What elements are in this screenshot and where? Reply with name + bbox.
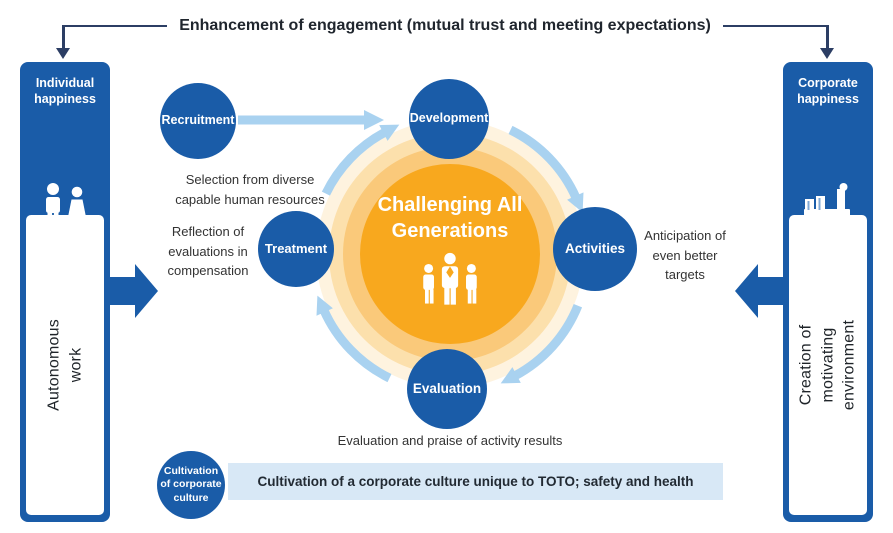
culture-banner-text: Cultivation of a corporate culture uniqu… [257, 474, 694, 489]
culture-banner: Cultivation of a corporate culture uniqu… [228, 463, 723, 500]
arc-development-to-activities [508, 125, 581, 200]
arc-arrowhead-to-activities [567, 192, 584, 213]
connector-line-left [63, 24, 168, 28]
node-recruitment: Recruitment [160, 83, 236, 159]
connector-arrow-left-icon [56, 48, 70, 59]
autonomous-work-label: Autonomous work [45, 319, 84, 411]
treatment-note: Reflection of evaluations in compensatio… [167, 224, 249, 278]
motivating-environment-box: Creation of motivating environment [789, 215, 867, 515]
node-recruitment-label: Recruitment [161, 113, 235, 128]
arc-arrowhead-to-treatment [316, 295, 333, 316]
node-treatment-label: Treatment [264, 240, 328, 256]
arc-activities-to-evaluation [512, 303, 583, 380]
arc-arrowhead-to-development [379, 124, 400, 141]
individual-happiness-label: Individual happiness [34, 76, 96, 107]
connector-arrow-right-icon [820, 48, 834, 59]
recruitment-note: Selection from diverse capable human res… [175, 172, 325, 207]
connector-drop-left [62, 25, 65, 49]
node-evaluation-label: Evaluation [412, 380, 482, 396]
arc-evaluation-to-treatment [319, 308, 392, 383]
node-development: Development [409, 79, 489, 159]
individual-happiness-panel: Individual happiness Autonomous work [20, 62, 110, 522]
right-thick-arrow-icon [735, 264, 758, 318]
node-culture-label: Cultivation of corporate culture [160, 465, 222, 504]
activities-note: Anticipation of even better targets [644, 228, 726, 282]
diagram-title: Enhancement of engagement (mutual trust … [179, 17, 711, 34]
evaluation-note: Evaluation and praise of activity result… [337, 433, 563, 448]
node-development-label: Development [409, 111, 489, 126]
node-activities: Activities [553, 207, 637, 291]
corporate-happiness-label: Corporate happiness [797, 76, 859, 107]
left-thick-arrow-icon [135, 264, 158, 318]
node-activities-label: Activities [564, 240, 626, 256]
arc-arrowhead-to-evaluation [500, 367, 521, 384]
motivating-environment-label: Creation of motivating environment [797, 319, 858, 411]
recruitment-arrowhead [364, 110, 384, 130]
center-title: Challenging All Generations [377, 194, 523, 243]
node-culture: Cultivation of corporate culture [157, 451, 225, 519]
node-treatment: Treatment [258, 211, 334, 287]
connector-line-right [722, 24, 828, 28]
title-connector-row: Enhancement of engagement (mutual trust … [63, 16, 828, 36]
autonomous-work-box: Autonomous work [26, 215, 104, 515]
three-people-icon [419, 252, 481, 325]
arc-treatment-to-development [321, 128, 388, 196]
node-evaluation: Evaluation [407, 349, 487, 429]
connector-drop-right [826, 25, 829, 49]
corporate-happiness-panel: Corporate happiness Creation of motivati… [783, 62, 873, 522]
